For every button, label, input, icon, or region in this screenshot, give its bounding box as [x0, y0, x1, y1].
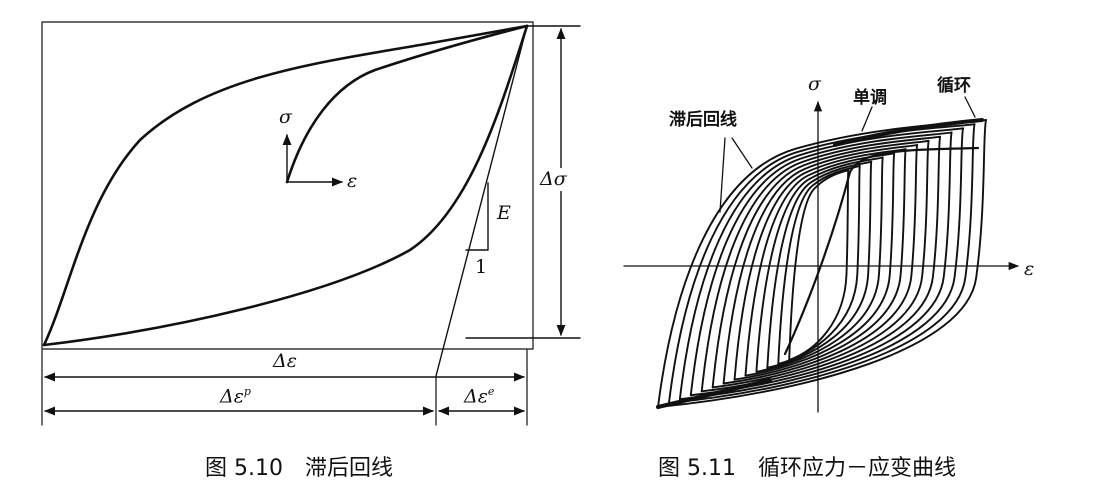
hysteresis-loop-upper-1: [788, 169, 850, 361]
hysteresis-loop-lower-1: [788, 169, 850, 361]
cyclic-curve: [833, 118, 984, 147]
hysteresis-loop-lower-2: [777, 164, 861, 365]
hysteresis-loop-lower-4: [755, 156, 884, 373]
epsilon-label-right: ε: [1024, 258, 1035, 280]
hysteresis-loop-lower-10: [689, 131, 953, 397]
hysteresis-loop-upper-8: [711, 139, 930, 389]
cyclic-curve-lower: [656, 378, 772, 409]
delta-epsilon-label: Δε: [273, 350, 297, 372]
hysteresis-loop-lower-11: [678, 127, 964, 401]
hysteresis-loop-lower-13: [657, 119, 987, 408]
hysteresis-loop-lower-3: [766, 160, 873, 369]
delta-epsilon-e-label: Δεe: [464, 385, 495, 408]
sigma-label-left: σ: [279, 106, 292, 128]
monotonic-pointer: [861, 106, 873, 132]
epsilon-label-left: ε: [347, 170, 358, 192]
loop-upper-branch: [42, 24, 529, 347]
loop-lower-branch: [42, 24, 529, 347]
initial-loading-curve: [285, 24, 529, 184]
caption-figure-5-11: 图 5.11 循环应力－应变曲线: [658, 456, 956, 481]
unit-slope-label: 1: [475, 256, 488, 278]
modulus-label: E: [497, 202, 511, 224]
hysteresis-loop-lower-7: [722, 144, 919, 385]
hysteresis-loop-lower-9: [700, 135, 942, 393]
hysteresis-loop-upper-9: [700, 135, 942, 393]
hysteresis-loops-label: 滞后回线: [669, 110, 737, 130]
hysteresis-loop-upper-10: [689, 131, 953, 397]
cyclic-pointer: [964, 96, 976, 118]
hysteresis-loop-lower-5: [744, 152, 896, 377]
hysteresis-pointer-1: [731, 137, 753, 169]
monotonic-label: 单调: [853, 88, 887, 108]
hysteresis-pointer-2: [719, 137, 726, 213]
hysteresis-loop-upper-6: [733, 148, 907, 381]
hysteresis-loop-upper-11: [678, 127, 964, 401]
caption-figure-5-10: 图 5.10 滞后回线: [205, 456, 393, 481]
monotonic-curve: [783, 146, 980, 356]
elastic-unloading-line: [435, 25, 528, 377]
modulus-slope-triangle: [465, 182, 489, 251]
hysteresis-loop-lower-8: [711, 139, 930, 389]
hysteresis-loop-family: [657, 119, 987, 408]
hysteresis-loop-diagram: [41, 21, 581, 426]
hysteresis-loop-upper-2: [777, 164, 861, 365]
loop-bounding-box: [41, 21, 534, 350]
hysteresis-loop-upper-7: [722, 144, 919, 385]
hysteresis-loop-lower-6: [733, 148, 907, 381]
cyclic-stress-strain-diagram: [623, 96, 1020, 413]
hysteresis-loop-lower-12: [667, 123, 976, 405]
sigma-label-right: σ: [808, 73, 821, 95]
delta-epsilon-p-label: Δεp: [220, 385, 251, 408]
delta-sigma-label: Δσ: [539, 168, 568, 191]
cyclic-label: 循环: [937, 76, 971, 96]
hysteresis-loop-upper-12: [667, 123, 976, 405]
